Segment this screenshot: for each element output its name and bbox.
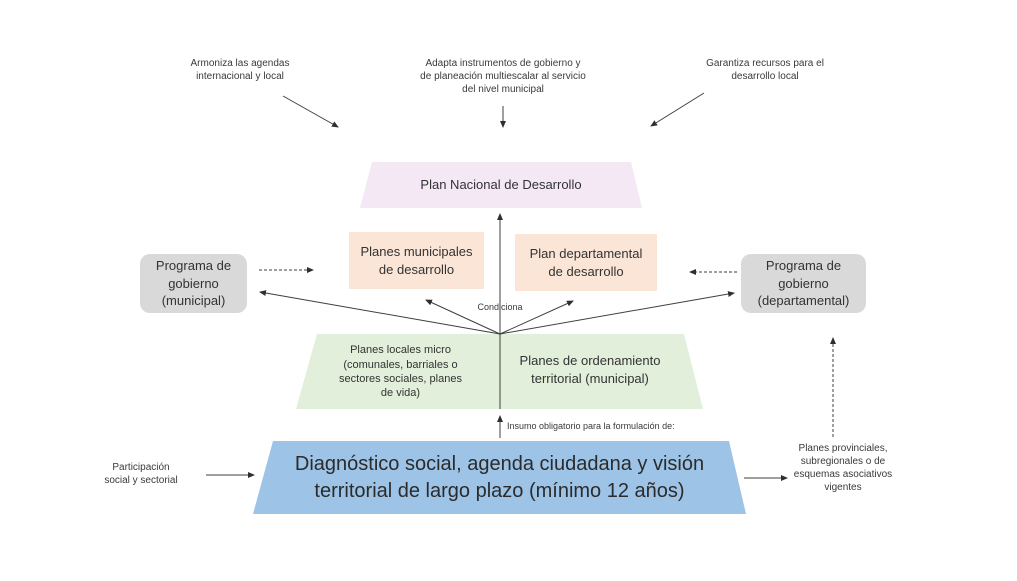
diagnostico-shape [253,441,746,514]
plan-nacional-node: Plan Nacional de Desarrollo [360,162,642,208]
plan-nacional-label: Plan Nacional de Desarrollo [420,177,582,193]
planes-ordenamiento-node: Planes de ordenamiento territorial (muni… [519,353,661,386]
arrow-to-programa-departamental [499,291,735,335]
arrow-garantiza [650,92,705,127]
annotation-adapta: Adapta instrumentos de gobierno y de pla… [420,58,586,95]
condiciona-label: Condiciona [477,302,523,312]
plan-departamental-node: Plan departamental de desarrollo [515,234,657,291]
arrow-to-plan-departamental [499,300,574,335]
planes-provinciales-label: Planes provinciales, subregionales o de … [793,443,893,493]
programa-departamental-node: Programa de gobierno (departamental) [741,254,866,313]
arrow-armoniza [282,95,339,128]
arrow-to-planes-municipales [425,299,501,335]
insumo-label: Insumo obligatorio para la formulación d… [507,421,675,431]
participacion-label: Participación social y sectorial [104,462,178,486]
programa-municipal-node: Programa de gobierno (municipal) [140,254,247,313]
planes-municipales-node: Planes municipales de desarrollo [349,232,484,289]
plan-nacional-shape [360,162,642,208]
planes-locales-node: Planes locales micro (comunales, barrial… [339,344,462,400]
diagnostico-node: Diagnóstico social, agenda ciudadana y v… [294,452,705,502]
annotation-armoniza: Armoniza las agendas internacional y loc… [190,58,290,82]
annotation-garantiza: Garantiza recursos para el desarrollo lo… [706,58,824,82]
arrow-to-programa-municipal [259,290,501,335]
